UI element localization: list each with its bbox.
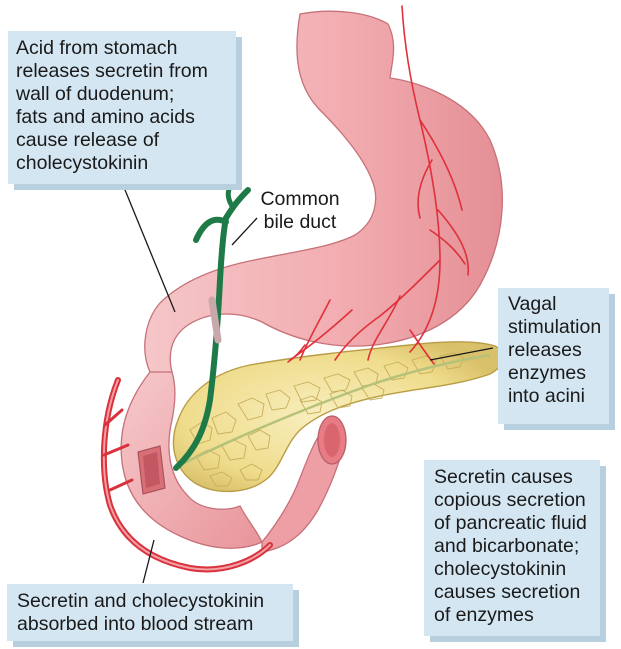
callout-secretin-causes: Secretin causes copious secretion of pan… — [424, 460, 600, 636]
callout-absorbed-blood-stream: Secretin and cholecystokinin absorbed in… — [7, 584, 293, 641]
callout-vagal-stimulation: Vagal stimulation releases enzymes into … — [498, 288, 609, 424]
callout-vagal-text: Vagal stimulation releases enzymes into … — [508, 293, 609, 408]
callout-secretin-text: Secretin causes copious secretion of pan… — [434, 466, 600, 627]
common-bile-duct-label: Common bile duct — [252, 188, 348, 234]
callout-absorbed-text: Secretin and cholecystokinin absorbed in… — [17, 590, 293, 636]
callout-acid-from-stomach: Acid from stomach releases secretin from… — [8, 31, 236, 184]
callout-acid-text: Acid from stomach releases secretin from… — [16, 37, 236, 175]
